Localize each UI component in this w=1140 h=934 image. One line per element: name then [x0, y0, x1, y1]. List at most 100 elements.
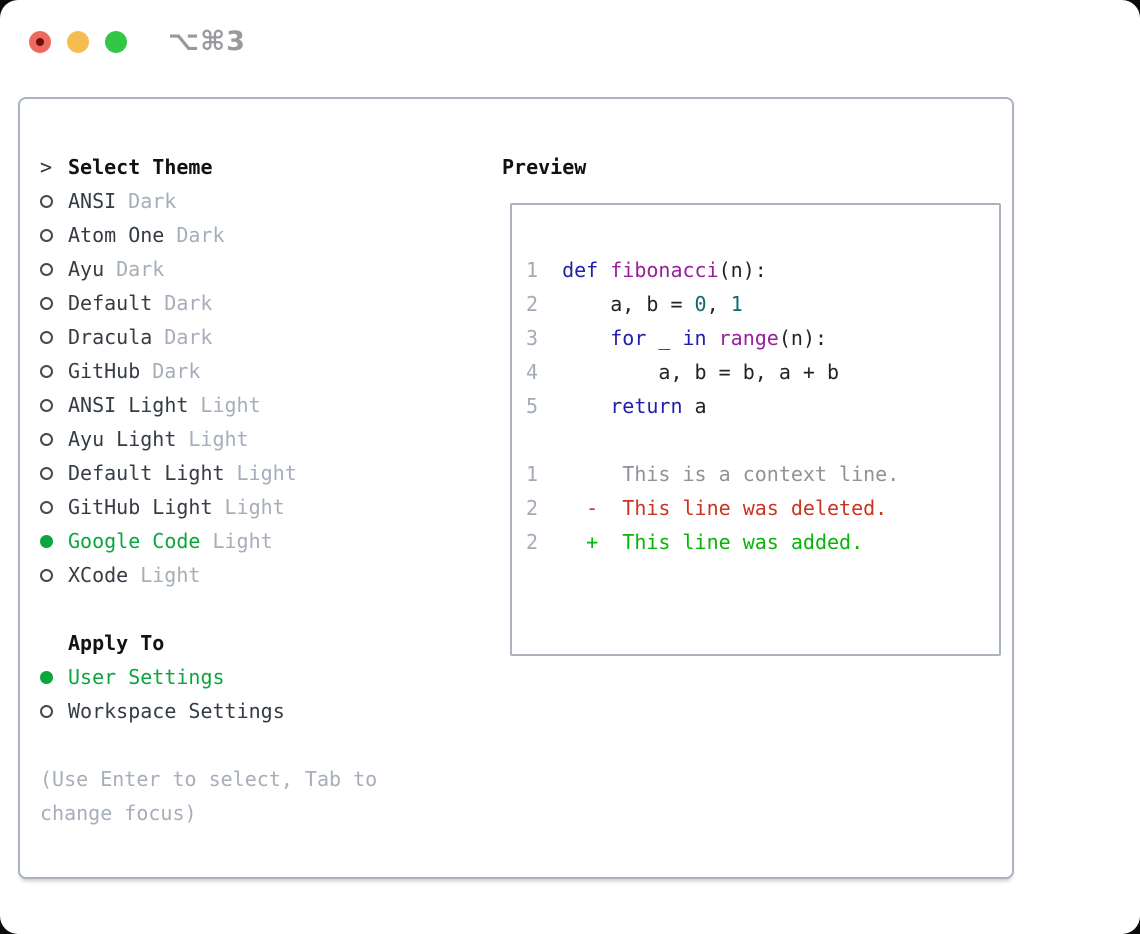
theme-variant-label: Light [236, 461, 297, 485]
theme-option-atom-one-dark[interactable]: Atom One Dark [40, 218, 402, 252]
theme-variant-label: Dark [152, 359, 201, 383]
code-token-k: in [682, 326, 707, 350]
code-token-ctx: This is a context line. [538, 462, 900, 486]
option-label: Default Light [68, 461, 225, 485]
unsaved-changes-dot-icon [36, 37, 44, 46]
theme-option-default-light-light[interactable]: Default Light Light [40, 456, 402, 490]
maximize-button[interactable] [105, 30, 127, 53]
radio-icon [40, 330, 53, 344]
theme-variant-label: Light [188, 427, 249, 451]
code-line: 1 def fibonacci(n): [526, 253, 999, 287]
theme-variant-label: Light [140, 563, 201, 587]
code-token-n: 1 [730, 292, 743, 316]
radio-selected-icon [40, 534, 53, 548]
theme-option-google-code-light[interactable]: Google Code Light [40, 524, 402, 558]
radio-icon [40, 296, 53, 310]
option-label: Atom One [68, 223, 165, 247]
option-label: Ayu [68, 257, 105, 281]
code-token-p [538, 258, 562, 282]
radio-icon [40, 432, 53, 446]
code-token-k: def [562, 258, 599, 282]
minimize-button[interactable] [67, 30, 89, 53]
close-button[interactable] [29, 30, 51, 53]
radio-selected-icon [40, 670, 53, 684]
line-number: 2 [526, 530, 539, 554]
code-token-f: fibonacci [610, 258, 719, 282]
apply-option-workspace-settings[interactable]: Workspace Settings [40, 694, 402, 728]
code-token-del: - This line was deleted. [538, 496, 888, 520]
theme-option-default-dark[interactable]: Default Dark [40, 286, 402, 320]
code-token-p [707, 326, 719, 350]
radio-icon [40, 568, 53, 582]
theme-option-github-dark[interactable]: GitHub Dark [40, 354, 402, 388]
option-label: Google Code [68, 529, 201, 553]
option-label: Workspace Settings [68, 699, 285, 723]
diff-line: 2 - This line was deleted. [526, 491, 999, 525]
theme-variant-label: Dark [116, 257, 165, 281]
diff-line: 1 This is a context line. [526, 457, 999, 491]
radio-icon [40, 466, 53, 480]
code-token-add: + This line was added. [538, 530, 864, 554]
option-label: GitHub [68, 359, 141, 383]
theme-variant-label: Dark [164, 325, 213, 349]
select-theme-title: Select Theme [68, 155, 213, 179]
option-label: Ayu Light [68, 427, 177, 451]
code-token-f: range [718, 326, 779, 350]
apply-option-user-settings[interactable]: User Settings [40, 660, 402, 694]
code-token-k: return [610, 394, 683, 418]
code-token-p: _ [646, 326, 683, 350]
code-line: 3 for _ in range(n): [526, 321, 999, 355]
theme-variant-label: Light [212, 529, 273, 553]
code-token-p [538, 394, 610, 418]
keyboard-hint: (Use Enter to select, Tab to change focu… [40, 767, 378, 825]
code-token-p: , [706, 292, 731, 316]
option-label: ANSI [68, 189, 117, 213]
radio-icon [40, 194, 53, 208]
theme-variant-label: Dark [164, 291, 213, 315]
code-token-p [598, 258, 610, 282]
code-token-p: (n): [778, 326, 828, 350]
radio-icon [40, 500, 53, 514]
preview-title: Preview [502, 155, 587, 179]
apply-to-title: Apply To [68, 631, 165, 655]
code-line: 4 a, b = b, a + b [526, 355, 999, 389]
radio-icon [40, 704, 53, 718]
window-title: ⌥⌘3 [168, 26, 246, 57]
theme-variant-label: Light [224, 495, 285, 519]
line-number: 1 [526, 462, 539, 486]
line-number: 3 [526, 326, 539, 350]
select-theme-header: > Select Theme [40, 150, 402, 184]
option-label: ANSI Light [68, 393, 189, 417]
line-number: 1 [526, 258, 539, 282]
code-token-p: (n): [718, 258, 767, 282]
line-number: 5 [526, 394, 539, 418]
code-token-n: 0 [694, 292, 707, 316]
window-titlebar: ⌥⌘3 [29, 26, 246, 57]
radio-icon [40, 262, 53, 276]
theme-option-ayu-dark[interactable]: Ayu Dark [40, 252, 402, 286]
theme-variant-label: Light [200, 393, 261, 417]
line-number: 2 [526, 496, 539, 520]
diff-line: 2 + This line was added. [526, 525, 999, 559]
line-number: 4 [526, 360, 539, 384]
radio-icon [40, 398, 53, 412]
line-number: 2 [526, 292, 539, 316]
theme-variant-label: Dark [176, 223, 225, 247]
option-label: Default [68, 291, 153, 315]
diff-preview: 1 This is a context line.2 - This line w… [526, 457, 999, 559]
theme-option-ansi-light-light[interactable]: ANSI Light Light [40, 388, 402, 422]
theme-option-ayu-light-light[interactable]: Ayu Light Light [40, 422, 402, 456]
code-line: 2 a, b = 0, 1 [526, 287, 999, 321]
radio-icon [40, 228, 53, 242]
code-token-p: a [682, 394, 707, 418]
